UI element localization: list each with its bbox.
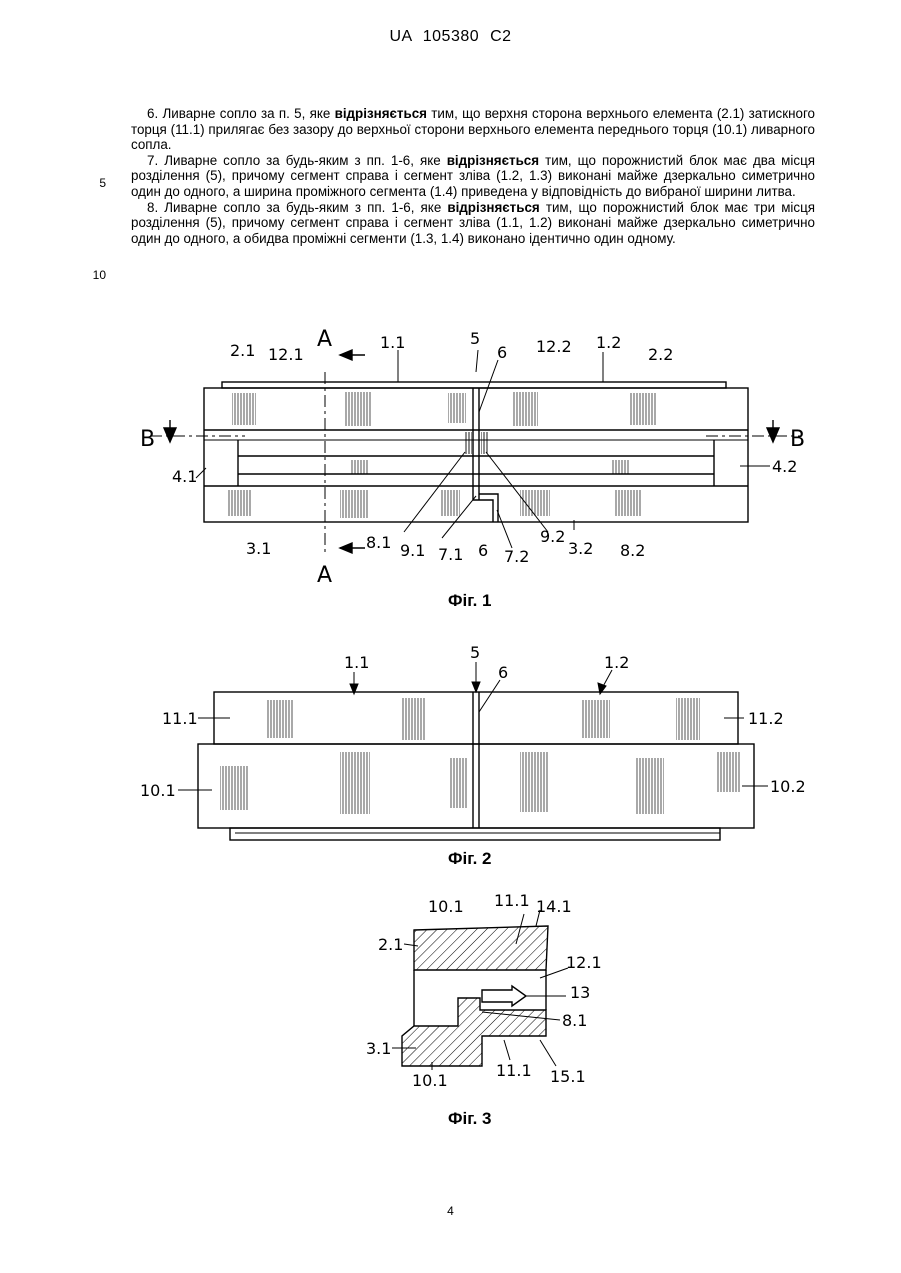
fig2-bottom-plate bbox=[230, 828, 720, 840]
fig1-label-B-left: B bbox=[140, 427, 155, 452]
fig1-label-9-1: 9.1 bbox=[400, 541, 425, 560]
fig2-label-10-1: 10.1 bbox=[140, 781, 176, 800]
fig3-label-15-1: 15.1 bbox=[550, 1067, 586, 1086]
figure-2 bbox=[178, 662, 768, 840]
fig3-label-11-1-top: 11.1 bbox=[494, 891, 530, 910]
fig2-label-11-2: 11.2 bbox=[748, 709, 784, 728]
fig3-label-3-1: 3.1 bbox=[366, 1039, 391, 1058]
fig1-label-A-bottom: A bbox=[317, 563, 332, 588]
fig1-label-12-2: 12.2 bbox=[536, 337, 572, 356]
fig1-top-plate bbox=[222, 382, 726, 388]
fig3-label-13: 13 bbox=[570, 983, 590, 1002]
fig3-label-12-1: 12.1 bbox=[566, 953, 602, 972]
fig1-label-12-1: 12.1 bbox=[268, 345, 304, 364]
fig1-label-4-1: 4.1 bbox=[172, 467, 197, 486]
fig1-label-3-1: 3.1 bbox=[246, 539, 271, 558]
page-number: 4 bbox=[0, 1204, 901, 1218]
fig1-label-7-2: 7.2 bbox=[504, 547, 529, 566]
fig1-label-A-top: A bbox=[317, 327, 332, 352]
fig1-body bbox=[204, 388, 748, 522]
figure-1-caption: Фіг. 1 bbox=[448, 591, 492, 610]
fig1-label-B-right: B bbox=[790, 427, 805, 452]
fig3-upper-part bbox=[414, 926, 548, 970]
fig3-label-10-1-top: 10.1 bbox=[428, 897, 464, 916]
fig1-label-9-2: 9.2 bbox=[540, 527, 565, 546]
fig1-label-6-bottom: 6 bbox=[478, 541, 488, 560]
fig1-label-1-1: 1.1 bbox=[380, 333, 405, 352]
fig3-label-14-1: 14.1 bbox=[536, 897, 572, 916]
fig3-arrow-13 bbox=[482, 986, 526, 1006]
fig3-label-10-1-bottom: 10.1 bbox=[412, 1071, 448, 1090]
fig1-label-5: 5 bbox=[470, 329, 480, 348]
fig2-label-5: 5 bbox=[470, 643, 480, 662]
fig1-label-8-1: 8.1 bbox=[366, 533, 391, 552]
fig2-lower-block bbox=[198, 744, 754, 828]
fig1-label-6-top: 6 bbox=[497, 343, 507, 362]
fig2-label-10-2: 10.2 bbox=[770, 777, 806, 796]
figure-3 bbox=[392, 910, 568, 1070]
fig1-label-3-2: 3.2 bbox=[568, 539, 593, 558]
fig3-label-8-1: 8.1 bbox=[562, 1011, 587, 1030]
fig2-label-1-2: 1.2 bbox=[604, 653, 629, 672]
fig2-label-11-1: 11.1 bbox=[162, 709, 198, 728]
figure-1 bbox=[150, 350, 800, 553]
fig1-label-4-2: 4.2 bbox=[772, 457, 797, 476]
fig1-label-1-2: 1.2 bbox=[596, 333, 621, 352]
fig1-label-2-2: 2.2 bbox=[648, 345, 673, 364]
fig2-label-6: 6 bbox=[498, 663, 508, 682]
fig2-label-1-1: 1.1 bbox=[344, 653, 369, 672]
fig1-label-2-1: 2.1 bbox=[230, 341, 255, 360]
fig1-label-8-2: 8.2 bbox=[620, 541, 645, 560]
fig3-label-2-1: 2.1 bbox=[378, 935, 403, 954]
fig3-label-11-1-bottom: 11.1 bbox=[496, 1061, 532, 1080]
figure-2-caption: Фіг. 2 bbox=[448, 849, 492, 868]
fig1-label-7-1: 7.1 bbox=[438, 545, 463, 564]
fig3-lower-part bbox=[402, 998, 546, 1066]
figure-3-caption: Фіг. 3 bbox=[448, 1109, 492, 1128]
